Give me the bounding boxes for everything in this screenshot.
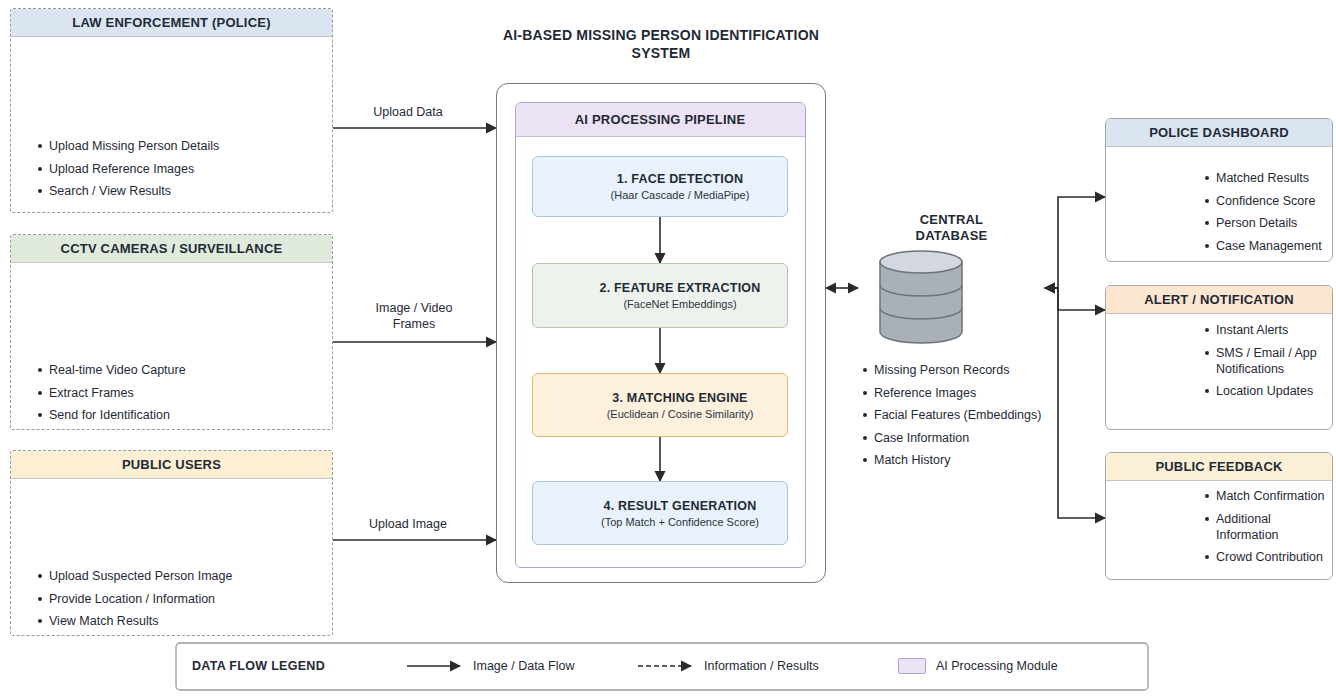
header-band: PUBLIC USERS [11,451,332,479]
flow-arrow [659,437,661,481]
bullet-item: Upload Missing Person Details [49,138,326,154]
flow-arrow [1045,197,1105,288]
heading-text: 4. RESULT GENERATION [604,499,757,513]
method-text: (Haar Cascade / MediaPipe) [611,189,750,201]
heading-text: AI-BASED MISSING PERSON IDENTIFICATION S… [487,26,835,62]
bullet-item: Extract Frames [49,385,326,401]
bullet-item: View Match Results [49,613,326,629]
method-text: (Euclidean / Cosine Similarity) [607,408,754,420]
legend-frame [176,643,1148,690]
legend-entry: AI Processing Module [898,656,1058,676]
source-panel: LAW ENFORCEMENT (POLICE) Upload Missing P… [10,8,333,213]
bullet-item: Person Details [1216,215,1326,231]
bullet-item: Case Management [1216,238,1326,254]
database-node: Missing Person RecordsReference ImagesFa… [858,212,1045,474]
flow-arrow [333,341,496,343]
database-cylinder-icon [880,251,962,343]
flow-arrow [659,328,661,373]
bullet-item: Case Information [874,430,1043,446]
legend-swatch [898,658,926,674]
bullet-item: Upload Reference Images [49,161,326,177]
flow-arrow [333,127,496,129]
bullet-item: Provide Location / Information [49,591,326,607]
legend-text: AI Processing Module [936,659,1058,673]
flow-label: Upload Data [358,104,458,120]
header-band: ALERT / NOTIFICATION [1106,286,1332,314]
header-band: AI PROCESSING PIPELINE [516,103,805,137]
legend-entry: Image / Data Flow [405,656,574,676]
flow-arrow [659,217,661,263]
source-panel: PUBLIC USERS Upload Suspected Person Imag… [10,450,333,636]
method-text: (Top Match + Confidence Score) [601,516,759,528]
legend-line-sample [405,660,463,672]
process-box: 2. FEATURE EXTRACTION (FaceNet Embeddings… [532,263,788,328]
method-text: (FaceNet Embeddings) [623,298,736,310]
heading-text: LAW ENFORCEMENT (POLICE) [72,15,270,30]
heading-text: PUBLIC FEEDBACK [1155,459,1282,474]
bullet-item: Match Confirmation [1216,488,1326,504]
heading-text: CENTRAL DATABASE [892,212,1012,244]
process-box: 3. MATCHING ENGINE (Euclidean / Cosine Si… [532,373,788,437]
heading-text: 3. MATCHING ENGINE [612,391,747,405]
header-band: PUBLIC FEEDBACK [1106,453,1332,481]
bullet-item: Location Updates [1216,383,1326,399]
bullet-item: Real-time Video Capture [49,362,326,378]
process-box: 4. RESULT GENERATION (Top Match + Confide… [532,481,788,545]
process-box: 1. FACE DETECTION (Haar Cascade / MediaPi… [532,156,788,217]
heading-text: CCTV CAMERAS / SURVEILLANCE [61,241,283,256]
output-panel: POLICE DASHBOARD Matched ResultsConfidenc… [1105,118,1333,262]
bullet-item: Crowd Contribution [1216,549,1326,565]
flow-label: Upload Image [356,516,460,532]
bullet-item: Match History [874,452,1043,468]
bullet-item: Search / View Results [49,183,326,199]
bullet-item: Additional Information [1216,511,1326,543]
bullet-item: Send for Identification [49,407,326,423]
legend-text: Information / Results [704,659,819,673]
heading-text: 1. FACE DETECTION [617,172,743,186]
bullet-item: Missing Person Records [874,362,1043,378]
output-panel: ALERT / NOTIFICATION Instant AlertsSMS / … [1105,285,1333,430]
bullet-item: Matched Results [1216,170,1326,186]
bullet-item: SMS / Email / App Notifications [1216,345,1326,377]
flow-arrow [1045,288,1105,518]
pipeline-module: 1. FACE DETECTION (Haar Cascade / MediaPi… [515,102,806,568]
header-band: LAW ENFORCEMENT (POLICE) [11,9,332,37]
heading-text: PUBLIC USERS [122,457,221,472]
flow-label: Image / Video Frames [366,300,462,332]
legend-entry: Information / Results [636,656,819,676]
heading-text: POLICE DASHBOARD [1149,125,1289,140]
bullet-item: Instant Alerts [1216,322,1326,338]
bullet-item: Confidence Score [1216,193,1326,209]
header-band: POLICE DASHBOARD [1106,119,1332,147]
badge-number: 1 [1157,339,1177,353]
system-frame: 1. FACE DETECTION (Haar Cascade / MediaPi… [496,83,826,583]
heading-text: 2. FEATURE EXTRACTION [600,281,761,295]
output-panel: PUBLIC FEEDBACK Match ConfirmationAdditio… [1105,452,1333,580]
heading-text: AI PROCESSING PIPELINE [575,112,746,127]
bullet-item: Facial Features (Embeddings) [874,407,1043,423]
bullet-item: Upload Suspected Person Image [49,568,326,584]
flow-arrow [1045,288,1105,310]
legend-title: DATA FLOW LEGEND [192,658,362,674]
flow-arrow [826,287,858,289]
bullet-item: Reference Images [874,385,1043,401]
heading-text: ALERT / NOTIFICATION [1144,292,1294,307]
header-band: CCTV CAMERAS / SURVEILLANCE [11,235,332,263]
legend-line-sample [636,660,694,672]
legend-text: Image / Data Flow [473,659,574,673]
flow-arrow [333,539,496,541]
source-panel: CCTV CAMERAS / SURVEILLANCE Real-time Vid… [10,234,333,430]
